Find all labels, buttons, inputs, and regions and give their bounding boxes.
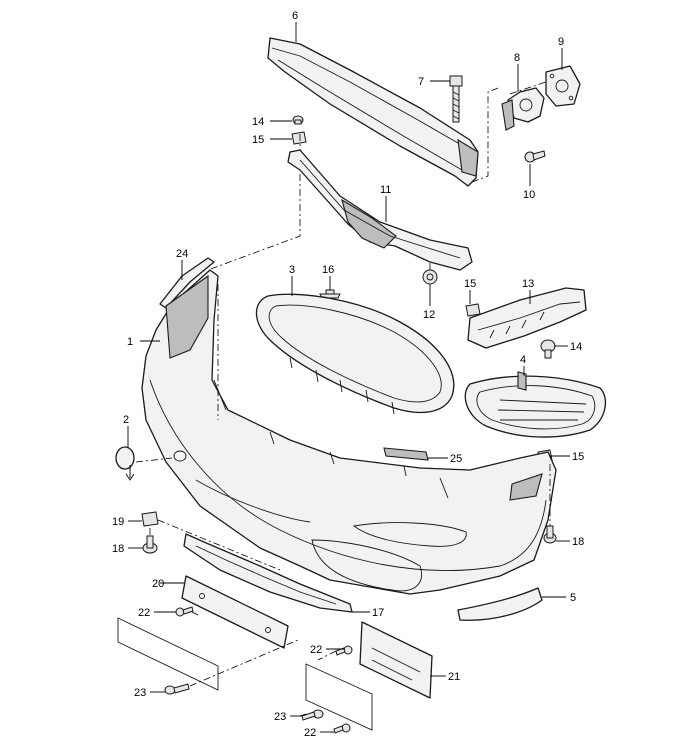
callout-13: 13 bbox=[522, 278, 534, 290]
callout-10: 10 bbox=[523, 189, 535, 201]
callout-9: 9 bbox=[558, 36, 564, 48]
callout-12: 12 bbox=[423, 309, 435, 321]
callout-16: 16 bbox=[322, 264, 334, 276]
callout-20: 20 bbox=[152, 578, 164, 590]
callout-23-left: 23 bbox=[134, 687, 146, 699]
license-plate-left bbox=[117, 617, 219, 691]
callout-14-mid: 14 bbox=[570, 341, 582, 353]
part-20-plate-bracket bbox=[181, 575, 289, 649]
callout-leaders bbox=[127, 22, 570, 733]
callout-21: 21 bbox=[448, 671, 460, 683]
part-13-side-bracket bbox=[467, 287, 587, 349]
part-23-screw-right bbox=[301, 709, 324, 721]
part-6-reinforcement-beam bbox=[267, 37, 479, 187]
callout-11: 11 bbox=[380, 184, 391, 196]
callout-15-top: 15 bbox=[252, 134, 264, 146]
part-22-screw-right bbox=[335, 645, 353, 656]
assembly-line-bracket-2 bbox=[509, 81, 547, 95]
part-9-bracket-plate bbox=[545, 65, 581, 107]
assembly-line-bracket bbox=[471, 87, 499, 183]
callout-7: 7 bbox=[418, 76, 424, 88]
part-4-side-grille bbox=[464, 371, 607, 438]
callout-23-right: 23 bbox=[274, 711, 286, 723]
callout-25: 25 bbox=[450, 453, 462, 465]
callout-15-mid: 15 bbox=[464, 278, 476, 290]
license-plate-right bbox=[305, 663, 373, 731]
callout-19: 19 bbox=[112, 516, 124, 528]
part-22-screw-bottom bbox=[333, 723, 351, 734]
callout-5: 5 bbox=[570, 592, 576, 604]
part-14-screw-mid bbox=[540, 339, 556, 359]
callout-22-left: 22 bbox=[138, 607, 150, 619]
callout-15-right: 15 bbox=[572, 451, 584, 463]
part-18-screw-right bbox=[543, 525, 557, 544]
part-10-screw bbox=[524, 150, 546, 163]
callout-6: 6 bbox=[292, 10, 298, 22]
callout-2: 2 bbox=[123, 414, 129, 426]
part-11-support-bracket bbox=[287, 149, 473, 271]
part-2-tow-hook-cover bbox=[115, 446, 135, 481]
part-7-bolt bbox=[449, 75, 463, 123]
part-21-plate-holder bbox=[359, 621, 433, 699]
callout-24: 24 bbox=[176, 248, 188, 260]
part-15-clip-mid bbox=[465, 303, 481, 317]
assembly-lines bbox=[135, 134, 551, 717]
part-1-bumper-cover bbox=[141, 269, 557, 595]
part-12-nut bbox=[422, 269, 438, 285]
part-15-clip-top bbox=[291, 131, 307, 145]
callout-14-top: 14 bbox=[252, 116, 264, 128]
part-14-nut-top bbox=[292, 115, 304, 125]
part-23-screw-left bbox=[164, 683, 190, 695]
part-19-nut-left bbox=[141, 511, 159, 527]
part-18-screw-left bbox=[142, 535, 158, 554]
callout-1: 1 bbox=[127, 336, 133, 348]
part-25-trim-strip bbox=[383, 447, 429, 461]
part-8-deformation-element bbox=[501, 87, 545, 131]
callout-3: 3 bbox=[289, 264, 295, 276]
part-3-center-grille bbox=[255, 293, 455, 415]
part-5-lower-trim bbox=[457, 587, 543, 621]
callout-18-left: 18 bbox=[112, 543, 124, 555]
callout-22-bottom: 22 bbox=[304, 727, 316, 739]
callout-4: 4 bbox=[520, 354, 526, 366]
callout-labels: 6 7 8 9 14 15 10 11 24 3 16 15 13 12 1 1… bbox=[112, 10, 584, 739]
callout-8: 8 bbox=[514, 52, 520, 64]
callout-18-right: 18 bbox=[572, 536, 584, 548]
part-22-screw-left bbox=[175, 606, 194, 617]
callout-17: 17 bbox=[372, 607, 384, 619]
callout-22-mid: 22 bbox=[310, 644, 322, 656]
